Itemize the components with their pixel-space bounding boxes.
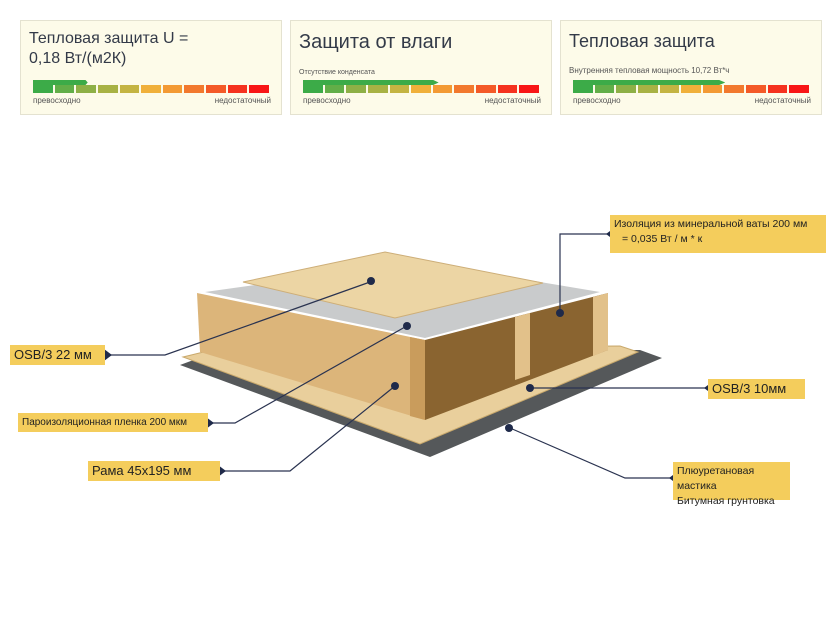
scale-segment (659, 85, 680, 93)
scale-low-label: превосходно (573, 96, 621, 105)
label-mastic: Плюуретановая мастика Битумная грунтовка (673, 462, 790, 507)
rating-scale (303, 85, 540, 93)
scale-segment (227, 85, 248, 93)
insulation-line-1: Изоляция из минеральной ваты 200 мм (614, 218, 808, 230)
scale-segment (162, 85, 183, 93)
frame-post-front (410, 337, 425, 420)
frame-post-middle (515, 313, 530, 380)
scale-low-label: превосходно (303, 96, 351, 105)
thermal-card: Тепловая защита Внутренняя тепловая мощн… (560, 20, 822, 115)
scale-segment (702, 85, 723, 93)
insulation-line-2: = 0,035 Вт / м * к (622, 233, 703, 245)
scale-segment (367, 85, 388, 93)
card-title: Тепловая защита (569, 31, 715, 51)
osb-22-board (242, 251, 544, 319)
leader-lines (108, 233, 708, 479)
scale-segment (454, 85, 475, 93)
scale-segment (637, 85, 658, 93)
scale-high-label: недостаточный (754, 96, 811, 105)
scale-segment (594, 85, 615, 93)
scale-segment (33, 85, 53, 93)
label-insulation: Изоляция из минеральной ваты 200 мм = 0,… (610, 215, 826, 253)
scale-segment (346, 85, 366, 93)
scale-segment (432, 85, 453, 93)
label-osb-10: OSB/3 10мм (708, 379, 805, 399)
scale-segment (497, 85, 518, 93)
scale-segment (76, 85, 96, 93)
mastic-line-1: Плюуретановая мастика (677, 465, 755, 492)
moisture-card: Защита от влаги Отсутствие конденсата пр… (290, 20, 552, 115)
scale-segment (573, 85, 593, 93)
scale-high-label: недостаточный (484, 96, 541, 105)
scale-segment (519, 85, 540, 93)
card-subtitle: Отсутствие конденсата (299, 69, 375, 76)
scale-segment (476, 85, 496, 93)
rating-scale (33, 85, 270, 93)
scale-segment (389, 85, 410, 93)
scale-segment (184, 85, 205, 93)
scale-segment (411, 85, 431, 93)
scale-segment (303, 85, 323, 93)
mastic-line-2: Битумная грунтовка (677, 495, 775, 507)
card-title: Тепловая защита U = 0,18 Вт/(м2К) (29, 30, 189, 67)
label-frame: Рама 45x195 мм (88, 461, 220, 481)
scale-segment (767, 85, 788, 93)
label-osb-22: OSB/3 22 мм (10, 345, 105, 365)
scale-segment (681, 85, 701, 93)
label-vapor-barrier: Пароизоляционная пленка 200 мкм (18, 413, 208, 432)
scale-segment (616, 85, 636, 93)
scale-segment (206, 85, 226, 93)
scale-segment (141, 85, 161, 93)
scale-high-label: недостаточный (214, 96, 271, 105)
frame-post-right (593, 293, 608, 356)
rating-arrow (303, 80, 439, 85)
scale-segment (324, 85, 345, 93)
rating-arrow (573, 80, 726, 85)
scale-segment (746, 85, 766, 93)
scale-segment (97, 85, 118, 93)
scale-segment (724, 85, 745, 93)
scale-segment (54, 85, 75, 93)
thermal-u-card: Тепловая защита U = 0,18 Вт/(м2К) превос… (20, 20, 282, 115)
card-subtitle: Внутренняя тепловая мощность 10,72 Вт*ч (569, 66, 730, 75)
card-title: Защита от влаги (299, 31, 453, 53)
scale-low-label: превосходно (33, 96, 81, 105)
scale-segment (119, 85, 140, 93)
scale-segment (249, 85, 270, 93)
rating-arrow (33, 80, 88, 85)
scale-segment (789, 85, 810, 93)
frame-side (197, 293, 425, 420)
rating-scale (573, 85, 810, 93)
